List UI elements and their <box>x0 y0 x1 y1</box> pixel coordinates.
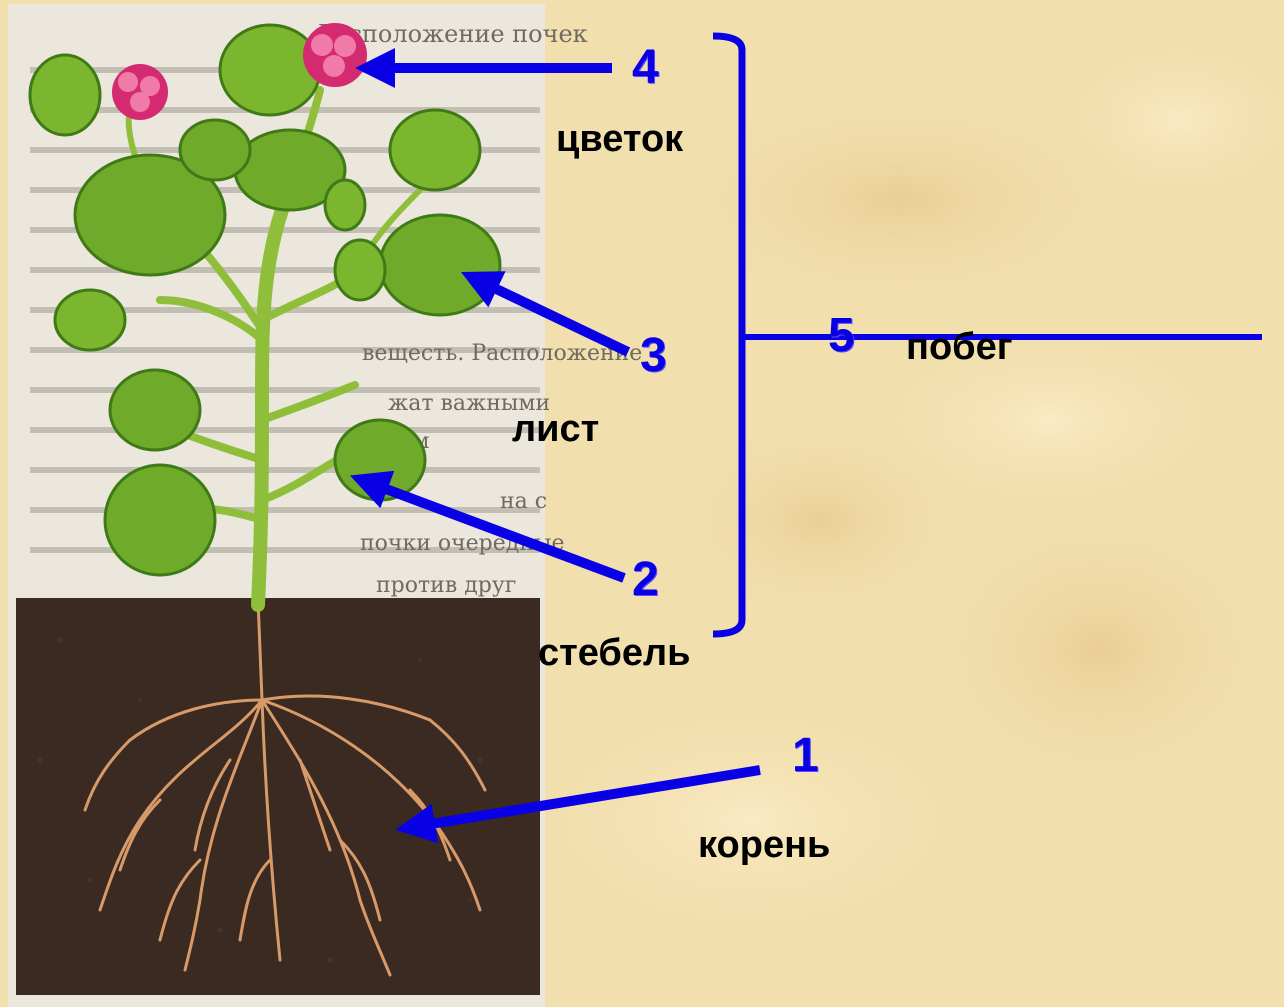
flower-label: цветок <box>556 120 683 158</box>
leaf-number: 3 <box>640 332 667 380</box>
arrow-icon <box>425 770 760 825</box>
shoot-label: побег <box>906 328 1013 366</box>
arrow-icon <box>378 486 624 578</box>
flower-number: 4 <box>632 44 659 92</box>
stem-number: 2 <box>632 556 659 604</box>
arrow-icon <box>488 285 628 352</box>
root-label: корень <box>698 826 830 864</box>
root-number: 1 <box>792 732 819 780</box>
bracket-icon <box>713 36 742 634</box>
stem-label: стебель <box>538 634 690 672</box>
leaf-label: лист <box>512 410 599 448</box>
shoot-number: 5 <box>828 312 855 360</box>
